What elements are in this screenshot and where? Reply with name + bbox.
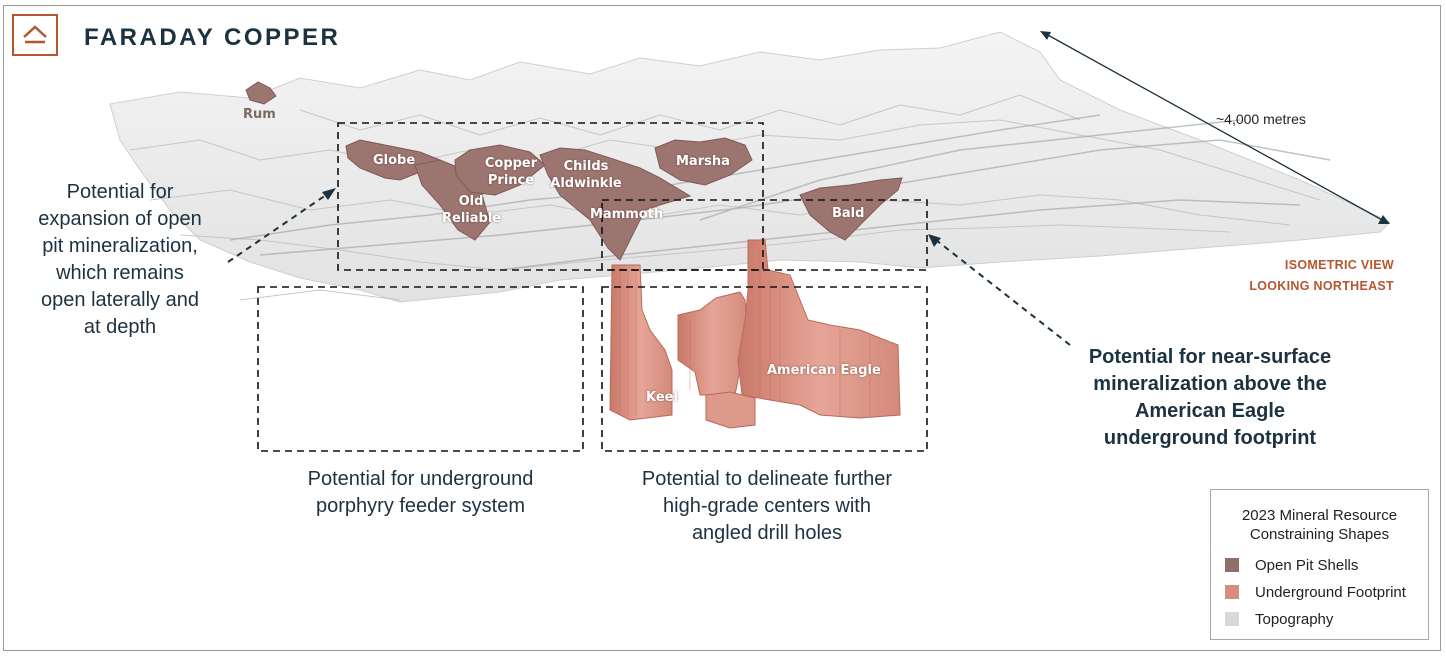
- open-pit-swatch: [1225, 558, 1239, 572]
- site-label-keel: Keel: [646, 390, 678, 405]
- legend-item-underground: Underground Footprint: [1225, 583, 1406, 601]
- expansion-arrowhead: [322, 188, 336, 200]
- delineate-region-box: [601, 286, 928, 452]
- site-label-rum: Rum: [243, 107, 276, 122]
- underground-swatch: [1225, 585, 1239, 599]
- site-label-american-eagle: American Eagle: [767, 363, 881, 378]
- scale-arrowhead-end: [1378, 215, 1390, 224]
- site-label-marsha: Marsha: [676, 154, 730, 169]
- feeder-region-box: [257, 286, 584, 452]
- faraday-logo-icon: [12, 14, 58, 56]
- topography-swatch: [1225, 612, 1239, 626]
- site-label-globe: Globe: [373, 153, 416, 168]
- open-pit-region-box: [337, 122, 764, 271]
- site-label-mammoth: Mammoth: [590, 207, 664, 222]
- scale-arrowhead-start: [1040, 31, 1051, 40]
- callout-near-surface-mineralization: Potential for near-surface mineralizatio…: [1088, 346, 1332, 449]
- underground-footprint: [609, 239, 901, 429]
- callout-open-pit-expansion: Potential for expansion of open pit mine…: [38, 181, 202, 338]
- brand-name: FARADAY COPPER: [84, 24, 341, 51]
- callout-porphyry-feeder: Potential for underground porphyry feede…: [307, 468, 534, 517]
- legend-item-open-pit: Open Pit Shells: [1225, 556, 1358, 574]
- expansion-arrow: [227, 194, 327, 263]
- scale-arrow: [1045, 33, 1385, 222]
- legend-title: 2023 Mineral Resource Constraining Shape…: [1241, 507, 1398, 543]
- near-surface-region-box: [601, 199, 928, 271]
- legend-item-topography: Topography: [1225, 610, 1333, 628]
- view-label: ISOMETRIC VIEW LOOKING NORTHEAST: [1249, 258, 1394, 293]
- callout-high-grade-centers: Potential to delineate further high-grad…: [641, 468, 893, 544]
- dashed-regions: [257, 122, 928, 452]
- site-label-bald: Bald: [832, 206, 865, 221]
- scale-label: ~4,000 metres: [1216, 111, 1306, 127]
- legend: 2023 Mineral Resource Constraining Shape…: [1210, 489, 1429, 640]
- open-pit-shells: [245, 81, 903, 261]
- near-surface-arrowhead: [928, 234, 941, 247]
